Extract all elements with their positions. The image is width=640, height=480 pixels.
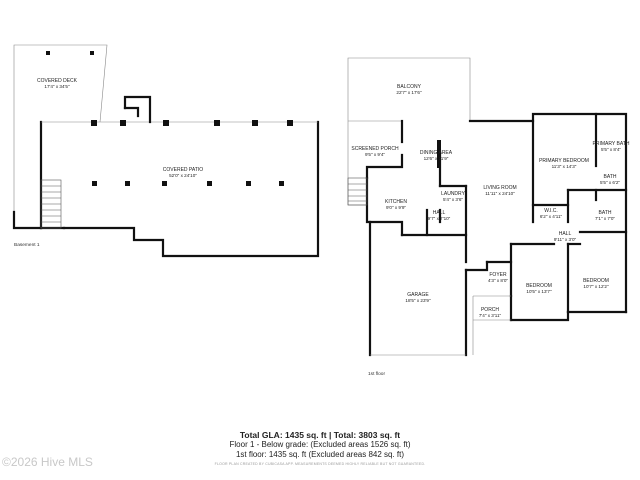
- patio-post: [163, 120, 169, 126]
- room-dims: 6'2" x 4'11": [540, 214, 563, 219]
- patio-post: [120, 120, 126, 126]
- room-dims: 9'7" x 7'10": [428, 216, 451, 221]
- room-name: BEDROOM: [526, 283, 552, 289]
- covered-patio-wall: [62, 120, 320, 258]
- screened-porch-outline: [347, 121, 367, 206]
- room-name: BALCONY: [397, 84, 422, 90]
- covered-patio-wall: [12, 210, 43, 230]
- room-dims: 22'7" x 17'6": [396, 90, 422, 95]
- room-name: LAUNDRY: [441, 191, 465, 197]
- covered-patio-notch: [123, 106, 140, 118]
- room-dims: 5'5" x 8'4": [601, 147, 621, 152]
- summary-total: Total GLA: 1435 sq. ft | Total: 3803 sq.…: [239, 430, 401, 440]
- patio-post: [246, 181, 251, 186]
- deck-post: [46, 51, 50, 55]
- room-name: BATH: [599, 210, 612, 216]
- room-dims: 7'1" x 7'0": [595, 216, 615, 221]
- floor-plan: COVERED DECK 17'4" x 34'5" COVERED PATIO…: [12, 44, 630, 377]
- room-name: KITCHEN: [385, 199, 407, 205]
- floor-label-first: 1st floor: [368, 371, 385, 377]
- room-dims: 17'4" x 34'5": [44, 84, 70, 89]
- porch-stairs: [347, 177, 368, 206]
- room-name: LIVING ROOM: [483, 185, 516, 191]
- room-dims: 5'5" x 6'2": [600, 180, 620, 185]
- room-name: DINING AREA: [420, 150, 453, 156]
- exterior-wall: [365, 153, 404, 180]
- room-dims: 9'11" x 3'0": [554, 237, 577, 242]
- room-name: SCREENED PORCH: [351, 146, 399, 152]
- patio-post: [91, 120, 97, 126]
- first-floor-plan: BALCONY 22'7" x 17'6" SCREENED PORCH 9'5…: [347, 57, 630, 377]
- room-name: COVERED DECK: [37, 78, 78, 84]
- room-dims: 18'5" x 23'9": [405, 298, 431, 303]
- exterior-wall: [468, 112, 628, 314]
- summary-disclaimer: FLOOR PLAN CREATED BY CUBICASA APP. MEAS…: [214, 462, 426, 466]
- room-name: W.I.C.: [544, 208, 558, 214]
- floor-label-basement: Basement 1: [14, 242, 40, 248]
- room-dims: 11'11" x 24'10": [485, 191, 515, 196]
- foyer-wall: [464, 260, 489, 272]
- patio-post: [214, 120, 220, 126]
- room-name: BEDROOM: [583, 278, 609, 284]
- exterior-wall: [509, 310, 570, 322]
- patio-post: [252, 120, 258, 126]
- deck-post: [90, 51, 94, 55]
- room-name: FOYER: [489, 272, 507, 278]
- room-name: PRIMARY BATH: [593, 141, 630, 147]
- patio-post: [162, 181, 167, 186]
- room-name: PRIMARY BEDROOM: [539, 158, 589, 164]
- room-dims: 9'0" x 9'9": [386, 205, 406, 210]
- room-dims: 52'0" x 24'10": [169, 173, 197, 178]
- room-dims: 11'3" x 14'3": [552, 164, 577, 169]
- room-name: BATH: [604, 174, 617, 180]
- patio-post: [279, 181, 284, 186]
- patio-post: [207, 181, 212, 186]
- covered-deck-outline: [13, 44, 108, 222]
- watermark: ©2026 Hive MLS: [2, 455, 93, 469]
- room-dims: 12'6" x 11'9": [424, 156, 449, 161]
- basement-plan: COVERED DECK 17'4" x 34'5" COVERED PATIO…: [12, 44, 320, 258]
- patio-post: [287, 120, 293, 126]
- basement-stairs: [40, 179, 62, 229]
- room-dims: 5'4" x 3'6": [443, 197, 463, 202]
- room-name: HALL: [559, 231, 572, 237]
- room-name: HALL: [433, 210, 446, 216]
- room-dims: 9'5" x 9'4": [365, 152, 385, 157]
- room-name: PORCH: [481, 307, 499, 313]
- room-dims: 4'3" x 8'0": [488, 278, 508, 283]
- patio-post: [92, 181, 97, 186]
- summary-first-floor: 1st floor: 1435 sq. ft (Excluded areas 8…: [235, 450, 405, 459]
- room-dims: 10'7" x 12'2": [583, 284, 609, 289]
- room-dims: 7'4" x 3'11": [479, 313, 502, 318]
- balcony-outline: [347, 57, 471, 121]
- room-name: COVERED PATIO: [163, 167, 203, 173]
- room-dims: 10'5" x 13'7": [526, 289, 552, 294]
- patio-post: [125, 181, 130, 186]
- interior-wall: [437, 140, 441, 168]
- covered-patio-notch: [123, 95, 152, 124]
- summary-below-grade: Floor 1 - Below grade: (Excluded areas 1…: [229, 440, 411, 449]
- room-name: GARAGE: [407, 292, 429, 298]
- garage-wall: [400, 233, 468, 264]
